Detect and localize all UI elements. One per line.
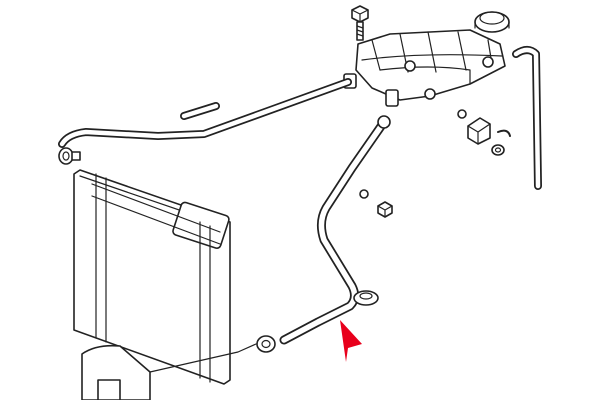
tank-icon [343,29,506,107]
grommet-icon [353,290,379,306]
clamp-icon [58,147,81,165]
bolt-icon [351,5,369,41]
cap-icon [474,11,510,33]
pipe-icon [512,46,542,190]
clamp-icon [149,335,276,373]
ring-icon [491,144,505,156]
pipe-icon [279,115,391,345]
arrow-pointer-icon [340,320,362,362]
sensor-icon [457,109,491,145]
radiator-icon [73,169,231,400]
hose-icon [58,78,352,148]
pipe-icon [180,102,220,120]
bolt-icon [359,189,393,218]
clip-icon [497,129,511,137]
